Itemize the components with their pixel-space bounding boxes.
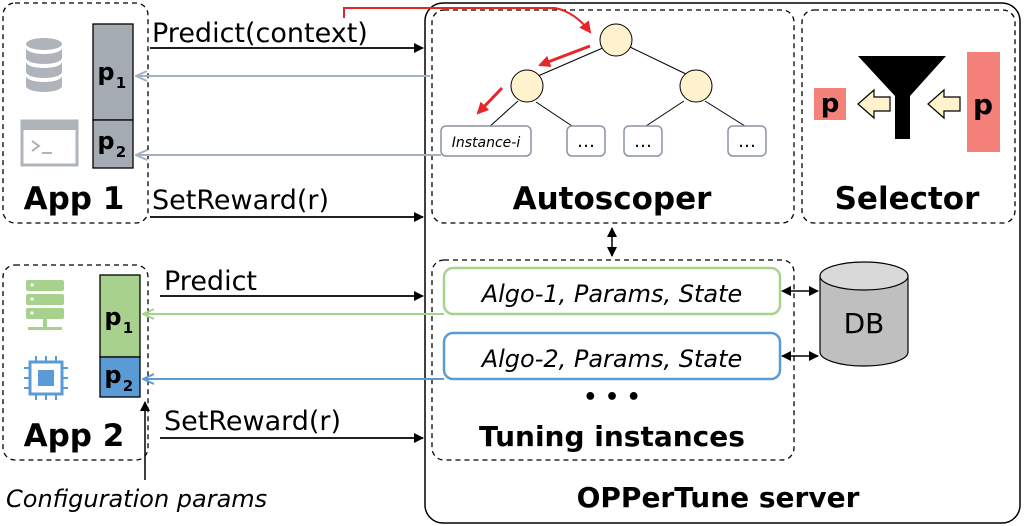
selector-input-p-label: p [973, 88, 993, 121]
funnel-icon [858, 56, 946, 139]
server-rack-icon [26, 280, 64, 330]
app2-p1-label: p [104, 303, 121, 331]
leaf-ellipsis [623, 125, 663, 157]
tree-node-left [510, 69, 544, 103]
selector-output-p [814, 88, 846, 120]
app1-p1-label: p [97, 58, 114, 86]
database-icon [26, 38, 62, 92]
predict-label: Predict [164, 266, 257, 297]
autoscoper-box [431, 9, 795, 224]
db-label: DB [844, 307, 885, 340]
tuning-instance-2 [442, 331, 782, 381]
tuning-instance-1 [442, 266, 782, 316]
app1-p2 [92, 119, 134, 169]
red-path-arrow [476, 86, 504, 115]
terminal-icon [20, 119, 79, 167]
leaf-ellipsis-label: … [738, 131, 756, 152]
tree-edge [645, 100, 685, 127]
autoscoper-title: Autoscoper [513, 181, 713, 217]
app2-title: App 2 [24, 418, 125, 454]
tree-node-root [599, 23, 633, 57]
selector-box [801, 9, 1016, 224]
setreward-2-label: SetReward(r) [164, 406, 341, 437]
server-title: OPPerTune server [577, 481, 860, 514]
leaf-ellipsis [727, 125, 767, 157]
tuning-ellipsis: • • • [583, 385, 641, 410]
tree-edge [704, 100, 746, 127]
db-cylinder [819, 261, 909, 367]
tree-node-right [679, 69, 713, 103]
app1-p2-subscript: 2 [116, 143, 126, 161]
app2-p2-subscript: 2 [123, 377, 133, 395]
red-path-arrow [538, 44, 591, 68]
predict-context-label: Predict(context) [152, 18, 368, 49]
tuning-title: Tuning instances [479, 420, 745, 453]
tuning-instance-2-label: Algo-2, Params, State [480, 345, 743, 373]
leaf-ellipsis-label: … [634, 131, 652, 152]
selector-input-p [967, 52, 1000, 152]
setreward-1-label: SetReward(r) [152, 185, 329, 216]
server-rack-leds [30, 283, 34, 315]
app2-p2-label: p [104, 361, 121, 389]
app1-p1-subscript: 1 [116, 74, 126, 92]
leaf-instance-i-label: Instance-i [452, 135, 521, 151]
app2-box [2, 264, 149, 461]
app2-p2 [99, 356, 141, 398]
leaf-ellipsis [566, 125, 606, 157]
server-box [424, 2, 1021, 524]
app1-p1 [92, 23, 134, 121]
leaf-instance-i [440, 125, 532, 157]
cpu-chip-icon [24, 356, 68, 400]
config-params-label: Configuration params [6, 485, 267, 513]
app1-title: App 1 [24, 181, 125, 217]
selector-title: Selector [835, 181, 980, 217]
app1-box [2, 2, 149, 224]
red-path-arrow [343, 7, 592, 34]
selector-output-p-label: p [821, 89, 840, 119]
tuning-instance-1-label: Algo-1, Params, State [480, 280, 743, 308]
hollow-arrow-icon [857, 88, 891, 120]
tree-edge [537, 46, 606, 77]
leaf-ellipsis-label: … [577, 131, 595, 152]
hollow-arrow-icon [927, 88, 961, 120]
tree-edge [487, 100, 519, 129]
app1-p2-label: p [97, 127, 114, 155]
tree-edge [629, 46, 687, 75]
app2-p1-subscript: 1 [123, 319, 133, 337]
tree-edge [535, 101, 573, 127]
